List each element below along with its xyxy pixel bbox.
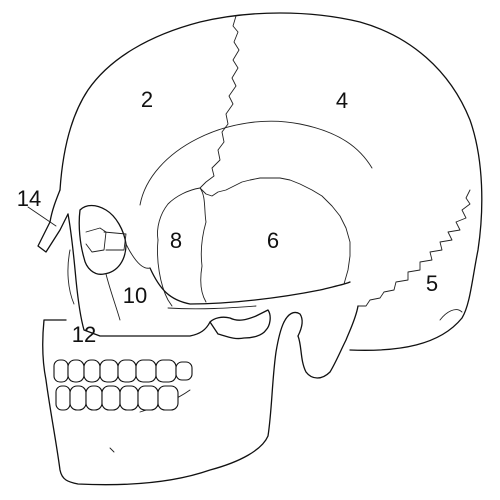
squamous-suture <box>199 177 351 285</box>
label-6: 6 <box>266 228 280 253</box>
label-4: 4 <box>335 88 349 113</box>
label-2: 2 <box>140 87 154 112</box>
label-12: 12 <box>71 322 97 347</box>
orbit-ethmoid <box>103 231 127 251</box>
zygomatic-arch <box>149 267 351 305</box>
orbit-outline <box>78 204 127 275</box>
mandible-ramus <box>283 311 303 337</box>
label-14-pointer <box>27 206 57 227</box>
sphenoid-lower <box>157 239 173 307</box>
coronoid-process <box>209 309 271 340</box>
maxilla-outline <box>67 213 211 337</box>
sphenoid-outline <box>157 187 201 241</box>
label-5: 5 <box>425 271 439 296</box>
lower-teeth <box>55 385 179 411</box>
label-10: 10 <box>122 283 148 308</box>
coronal-suture <box>199 15 240 189</box>
upper-teeth <box>53 359 193 383</box>
zygomatic-bone <box>105 243 151 321</box>
mental-foramen <box>109 447 115 453</box>
nasal-aperture <box>67 249 75 305</box>
zygomatic-arch-lower <box>167 305 257 310</box>
orbit-lacrimal <box>85 227 107 253</box>
label-14: 14 <box>16 186 42 211</box>
label-8: 8 <box>169 228 183 253</box>
nasal-bone <box>37 213 69 253</box>
occipital-inner <box>439 309 463 321</box>
lambdoid-suture <box>357 189 471 307</box>
occipital-lower <box>297 305 359 379</box>
mandible-outline <box>42 319 285 486</box>
temporal-line <box>139 120 373 206</box>
temporal-front-edge <box>199 187 207 303</box>
cranium-outline <box>59 12 483 351</box>
frontal-front-edge <box>49 189 61 223</box>
